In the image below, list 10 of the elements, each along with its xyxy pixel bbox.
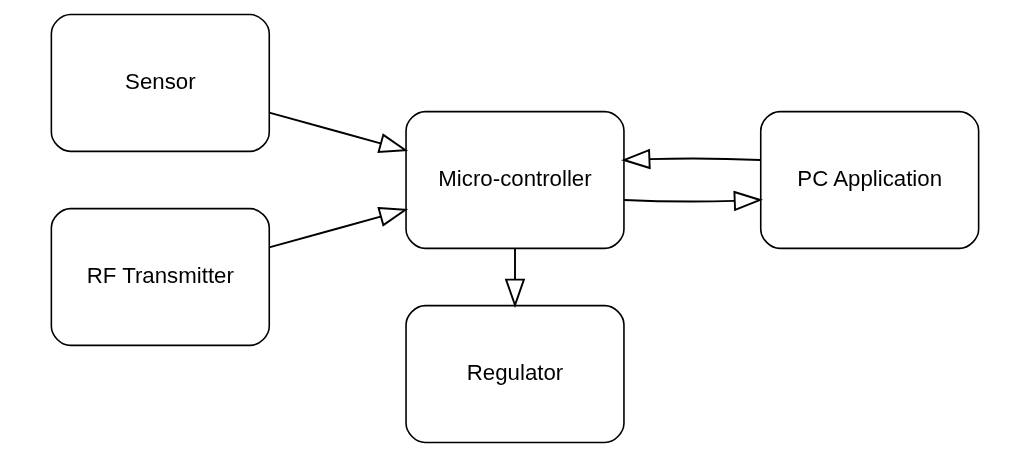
node-box: PC Application [759, 110, 979, 250]
arrow [622, 190, 763, 212]
arrow [267, 206, 408, 249]
node-box: Sensor [50, 13, 270, 153]
arrow [620, 148, 761, 170]
arrow [267, 111, 408, 154]
node-box: Micro-controller [404, 110, 625, 250]
node-box: RF Transmitter [50, 207, 270, 347]
node-box: Regulator [404, 304, 625, 444]
arrow [504, 247, 525, 308]
